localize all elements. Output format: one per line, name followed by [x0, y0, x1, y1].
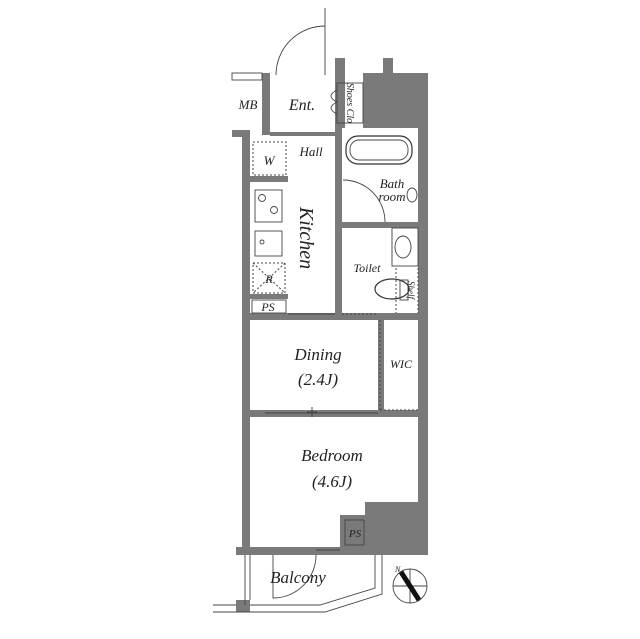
svg-text:N: N: [394, 565, 401, 574]
walls: [232, 58, 428, 612]
washbasin-icon: [391, 227, 419, 267]
label-washer: W: [264, 153, 276, 168]
balcony-door-swing-icon: [272, 549, 340, 599]
label-bathroom-2: room: [379, 189, 406, 204]
label-balcony: Balcony: [270, 568, 326, 587]
bath-door-swing-icon: [342, 179, 386, 223]
toilet-icon: [374, 278, 410, 300]
label-bedroom-size: (4.6J): [312, 472, 352, 491]
label-bathroom-1: Bath: [380, 176, 405, 191]
label-kitchen: Kitchen: [295, 206, 317, 269]
bathtub-icon: [345, 135, 413, 165]
label-mb: MB: [238, 97, 258, 112]
entrance-door-swing-icon: [275, 8, 326, 76]
mb-ledge: [231, 72, 263, 81]
ps-lower-box: [344, 519, 365, 546]
label-hall: Hall: [298, 144, 323, 159]
label-ps-upper: PS: [260, 300, 274, 314]
label-dining-size: (2.4J): [298, 370, 338, 389]
compass-icon: N: [392, 565, 428, 604]
label-entrance: Ent.: [288, 97, 315, 114]
ps-upper-box: [251, 299, 287, 314]
label-toilet: Toilet: [354, 261, 382, 275]
stove-icon: [254, 189, 283, 223]
label-dining: Dining: [293, 345, 341, 364]
label-shelf: Shelf: [406, 281, 416, 300]
closet-door-icon: [330, 89, 338, 115]
shoes-closet: [336, 82, 364, 124]
label-bedroom: Bedroom: [301, 446, 363, 465]
balcony-outline: [213, 555, 383, 613]
label-refrigerator: R: [264, 272, 273, 286]
label-ps-lower: PS: [348, 528, 362, 540]
label-wic: WIC: [390, 357, 413, 371]
refrigerator-space: [252, 262, 286, 294]
washer-space: [252, 141, 287, 176]
sink-icon: [254, 230, 283, 257]
label-shoes-closet: Shoes Clo: [344, 83, 355, 123]
